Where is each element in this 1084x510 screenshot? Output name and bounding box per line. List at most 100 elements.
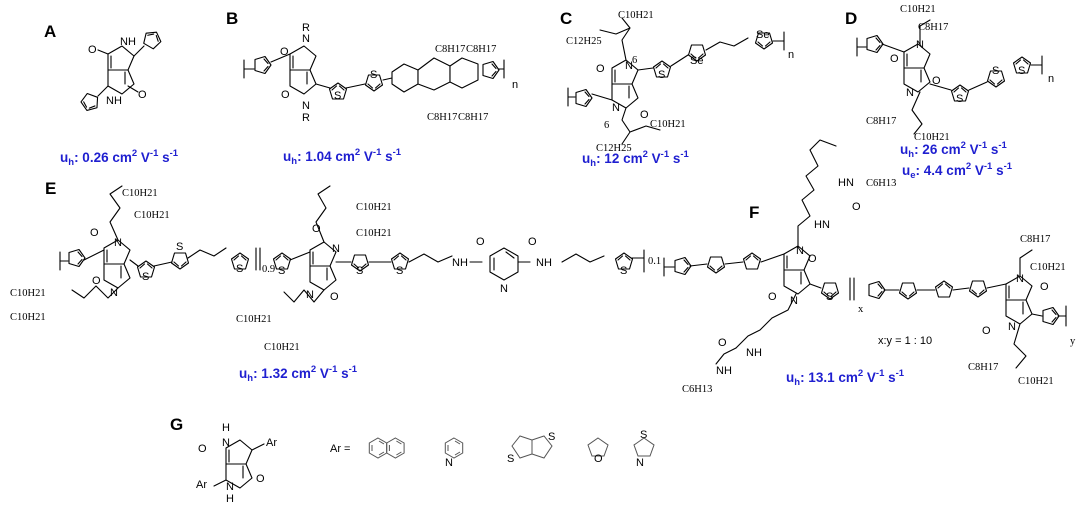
panel-label-b: B — [226, 9, 238, 28]
label-n-d: n — [1048, 73, 1054, 85]
atom-s-e1: S — [142, 271, 149, 283]
atom-r-b2: R — [302, 112, 310, 124]
atom-o-e2: O — [92, 275, 101, 287]
atom-o-g2: O — [256, 473, 265, 485]
atom-nh-e2: NH — [536, 257, 552, 269]
label-c10h21-d2: C10H21 — [914, 132, 950, 143]
label-c8h17-b4: C8H17 — [458, 112, 488, 123]
structure-g — [213, 435, 655, 489]
panel-label-g: G — [170, 415, 183, 434]
atom-n-e5: N — [500, 283, 508, 295]
atom-se-c2: Se — [756, 29, 769, 41]
mobility-f: uh: 13.1 cm2 V-1 s-1 — [786, 368, 905, 388]
atom-n-thiazole: N — [636, 457, 644, 469]
structure-b — [243, 45, 505, 100]
label-c10h21-e3: C10H21 — [10, 288, 46, 299]
atom-ar-g1: Ar — [266, 437, 277, 449]
label-c8h17-f1: C8H17 — [1020, 234, 1050, 245]
furan-ring — [587, 437, 609, 457]
label-6-c1: 6 — [632, 55, 637, 66]
atom-n-a2: N — [106, 95, 114, 107]
atom-s-d1: S — [956, 93, 963, 105]
atom-n-f2: N — [790, 295, 798, 307]
mobility-d-hole: uh: 26 cm2 V-1 s-1 — [900, 140, 1008, 160]
atom-h-a1: H — [128, 36, 136, 48]
atom-n-b2: N — [302, 100, 310, 112]
atom-s-e4: S — [278, 265, 285, 277]
atom-n-pyridine: N — [445, 457, 453, 469]
atom-o-e5: O — [476, 236, 485, 248]
atom-n-b1: N — [302, 33, 310, 45]
atom-o-b2: O — [281, 89, 290, 101]
atom-nh-e1: NH — [452, 257, 468, 269]
atom-hn-f1: HN — [838, 177, 854, 189]
structure-c — [567, 17, 785, 145]
label-0-1-e: 0.1 — [648, 256, 661, 267]
mobility-b: uh: 1.04 cm2 V-1 s-1 — [283, 147, 402, 167]
label-c10h21-c1: C10H21 — [618, 10, 654, 21]
atom-s-tt2: S — [548, 431, 555, 443]
label-6-c2: 6 — [604, 120, 609, 131]
panel-label-f: F — [749, 203, 759, 222]
ar-equals-label: Ar = — [330, 443, 350, 455]
label-c10h21-d1: C10H21 — [900, 4, 936, 15]
pyridine-ring — [444, 437, 464, 459]
atom-s-d3: S — [1018, 65, 1025, 77]
label-c10h21-e4: C10H21 — [10, 312, 46, 323]
atom-n-a1: N — [120, 36, 128, 48]
label-c10h21-e2: C10H21 — [134, 210, 170, 221]
atom-s-e5: S — [356, 265, 363, 277]
label-0-9-e: 0.9 — [262, 264, 275, 275]
label-c10h21-e5: C10H21 — [356, 202, 392, 213]
mobility-d-electron: ue: 4.4 cm2 V-1 s-1 — [902, 161, 1013, 181]
atom-o-f3: O — [768, 291, 777, 303]
atom-ar-g2: Ar — [196, 479, 207, 491]
panel-label-a: A — [44, 22, 56, 41]
atom-o-f5: O — [1040, 281, 1049, 293]
atom-o-c2: O — [640, 109, 649, 121]
atom-n-d1: N — [916, 39, 924, 51]
label-c6h13-f2: C6H13 — [682, 384, 712, 395]
atom-s-e3: S — [236, 263, 243, 275]
atom-o-c1: O — [596, 63, 605, 75]
structure-a — [78, 27, 165, 114]
atom-n-c2: N — [612, 102, 620, 114]
label-c8h17-d1: C8H17 — [918, 22, 948, 33]
atom-o-f6: O — [982, 325, 991, 337]
atom-s-e7: S — [620, 265, 627, 277]
atom-o-f2: O — [808, 253, 817, 265]
atom-n-f3: N — [1016, 273, 1024, 285]
panel-label-e: E — [45, 179, 56, 198]
label-n-b: n — [512, 79, 518, 91]
label-c8h17-b1: C8H17 — [435, 44, 465, 55]
atom-nh-f1: NH — [746, 347, 762, 359]
atom-h-g2: H — [226, 493, 234, 505]
mobility-a: uh: 0.26 cm2 V-1 s-1 — [60, 148, 179, 168]
label-c10h21-f2: C10H21 — [1018, 376, 1054, 387]
atom-o-e4: O — [330, 291, 339, 303]
label-n-c: n — [788, 49, 794, 61]
atom-n-g1: N — [222, 437, 230, 449]
atom-s-f1: S — [826, 291, 833, 303]
mobility-e: uh: 1.32 cm2 V-1 s-1 — [239, 364, 358, 384]
atom-s-tt1: S — [507, 453, 514, 465]
atom-o-f1: O — [852, 201, 861, 213]
atom-s-e6: S — [396, 265, 403, 277]
label-c12h25-c2: C12H25 — [596, 143, 632, 154]
atom-o-e1: O — [90, 227, 99, 239]
label-x-f: x — [858, 304, 864, 315]
atom-h-a2: H — [114, 95, 122, 107]
atom-se-c1: Se — [690, 55, 703, 67]
atom-o-e6: O — [528, 236, 537, 248]
atom-o-f4: O — [718, 337, 727, 349]
atom-n-f1: N — [796, 245, 804, 257]
panel-label-d: D — [845, 9, 857, 28]
atom-n-e3: N — [332, 243, 340, 255]
label-c10h21-e6: C10H21 — [356, 228, 392, 239]
atom-hn-f2: HN — [814, 219, 830, 231]
structure-f — [663, 139, 1067, 369]
atom-n-c1: N — [625, 60, 633, 72]
label-c8h17-d2: C8H17 — [866, 116, 896, 127]
atom-n-f4: N — [1008, 321, 1016, 333]
